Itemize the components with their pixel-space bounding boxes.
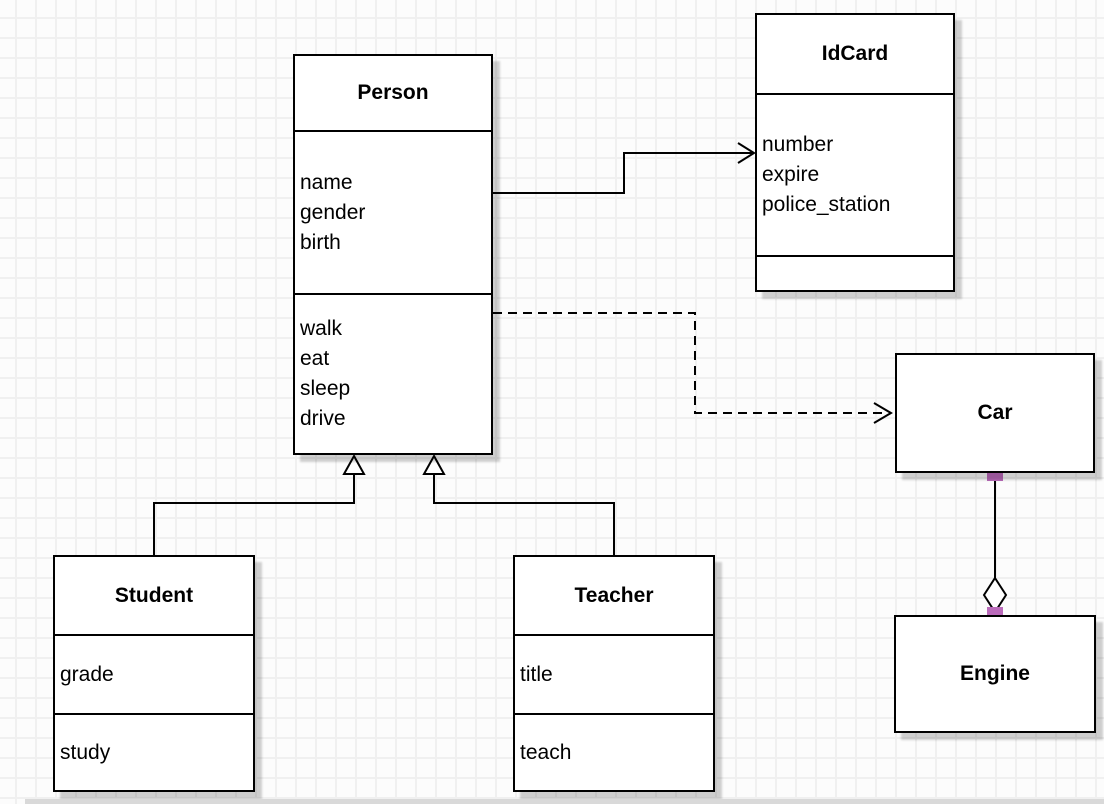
generalization-triangle-icon <box>422 453 446 475</box>
class-idcard-methods <box>757 255 953 290</box>
class-person[interactable]: Person name gender birth walk eat sleep … <box>293 54 493 455</box>
class-teacher-title: Teacher <box>574 583 654 607</box>
class-car-title: Car <box>977 401 1013 424</box>
method: sleep <box>300 377 351 400</box>
attribute: expire <box>762 163 820 186</box>
attribute: police_station <box>762 193 891 216</box>
canvas-bottom-edge <box>25 799 1104 804</box>
dependency-arrowhead-icon <box>873 402 893 424</box>
generalization-student-person[interactable] <box>153 474 355 555</box>
method: walk <box>300 317 343 340</box>
class-teacher-methods: teach <box>515 713 713 790</box>
attribute: number <box>762 133 834 156</box>
class-person-attributes: name gender birth <box>295 130 491 293</box>
method: eat <box>300 347 330 370</box>
class-idcard[interactable]: IdCard number expire police_station <box>755 13 955 292</box>
class-idcard-title: IdCard <box>821 42 889 65</box>
dependency-person-car[interactable] <box>493 312 888 414</box>
generalization-triangle-icon <box>342 453 366 475</box>
class-person-title: Person <box>357 81 429 104</box>
aggregation-diamond-icon <box>982 576 1008 614</box>
class-idcard-attributes: number expire police_station <box>757 93 953 255</box>
class-student-methods: study <box>55 713 253 790</box>
attribute: title <box>520 662 553 686</box>
class-student[interactable]: Student grade study <box>53 555 255 792</box>
class-engine-title: Engine <box>959 662 1030 685</box>
association-person-idcard[interactable] <box>493 152 752 194</box>
method: teach <box>520 740 572 764</box>
attribute: grade <box>60 662 114 686</box>
class-student-attributes: grade <box>55 634 253 713</box>
class-person-methods: walk eat sleep drive <box>295 293 491 453</box>
class-teacher-attributes: title <box>515 634 713 713</box>
generalization-teacher-person[interactable] <box>433 474 615 555</box>
method: study <box>60 740 111 764</box>
method: drive <box>300 407 346 430</box>
attribute: gender <box>300 200 366 224</box>
attribute: birth <box>300 230 341 254</box>
class-engine[interactable]: Engine <box>894 615 1096 733</box>
class-teacher[interactable]: Teacher title teach <box>513 555 715 792</box>
association-arrowhead-icon <box>737 142 756 164</box>
attribute: name <box>300 170 353 194</box>
class-student-title: Student <box>114 583 194 607</box>
class-car[interactable]: Car <box>895 353 1095 473</box>
